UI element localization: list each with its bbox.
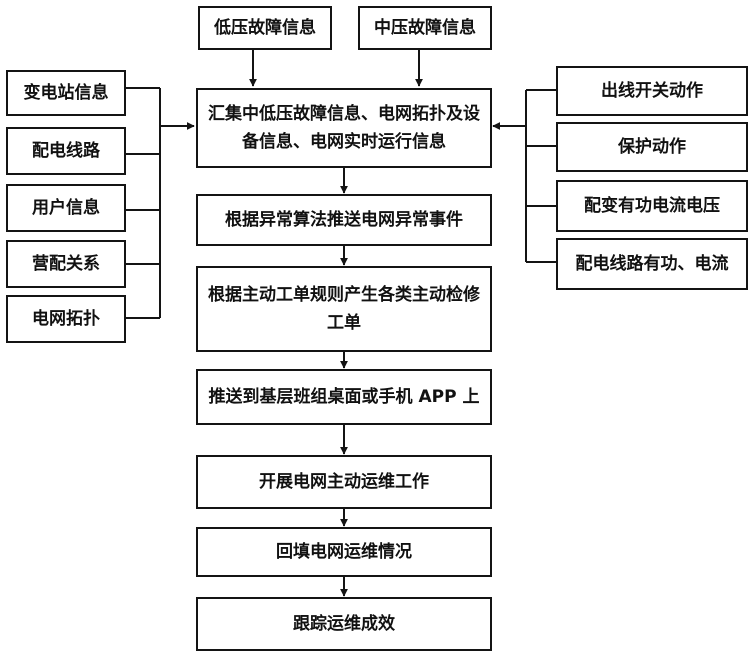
step-fill-back-status: 回填电网运维情况 <box>196 527 492 577</box>
left-input-marketing-distribution: 营配关系 <box>6 240 126 288</box>
top-input-mid-voltage: 中压故障信息 <box>358 6 492 50</box>
top-input-label: 中压故障信息 <box>374 18 476 38</box>
step-label: 汇集中低压故障信息、电网拓扑及设备信息、电网实时运行信息 <box>208 104 480 152</box>
left-bracket <box>126 87 161 319</box>
step-push-to-team: 推送到基层班组桌面或手机 APP 上 <box>196 369 492 425</box>
left-input-label: 配电线路 <box>32 141 100 161</box>
step-aggregate-info: 汇集中低压故障信息、电网拓扑及设备信息、电网实时运行信息 <box>196 88 492 168</box>
top-input-low-voltage: 低压故障信息 <box>198 6 332 50</box>
step-label: 跟踪运维成效 <box>293 614 395 634</box>
left-input-label: 电网拓扑 <box>32 309 100 329</box>
step-track-effect: 跟踪运维成效 <box>196 597 492 651</box>
step-push-anomaly: 根据异常算法推送电网异常事件 <box>196 194 492 246</box>
right-input-outgoing-switch: 出线开关动作 <box>556 66 748 116</box>
step-carry-out-maintenance: 开展电网主动运维工作 <box>196 455 492 509</box>
right-bracket <box>525 89 556 263</box>
left-input-grid-topology: 电网拓扑 <box>6 295 126 343</box>
step-label: 开展电网主动运维工作 <box>259 472 429 492</box>
top-input-label: 低压故障信息 <box>214 18 316 38</box>
left-input-label: 用户信息 <box>32 198 100 218</box>
right-input-transformer-power: 配变有功电流电压 <box>556 180 748 232</box>
left-input-user-info: 用户信息 <box>6 184 126 232</box>
right-input-line-power: 配电线路有功、电流 <box>556 238 748 290</box>
left-input-substation: 变电站信息 <box>6 70 126 116</box>
step-label: 推送到基层班组桌面或手机 APP 上 <box>208 387 480 407</box>
left-input-label: 营配关系 <box>32 254 100 274</box>
step-generate-workorder: 根据主动工单规则产生各类主动检修工单 <box>196 266 492 352</box>
step-label: 根据异常算法推送电网异常事件 <box>225 210 463 230</box>
step-label: 根据主动工单规则产生各类主动检修工单 <box>208 285 480 333</box>
right-input-label: 配电线路有功、电流 <box>575 254 729 274</box>
left-input-distribution-line: 配电线路 <box>6 127 126 175</box>
right-input-label: 配变有功电流电压 <box>584 196 720 216</box>
right-input-label: 保护动作 <box>618 137 686 157</box>
right-input-protection: 保护动作 <box>556 122 748 172</box>
right-input-label: 出线开关动作 <box>601 81 703 101</box>
left-input-label: 变电站信息 <box>23 83 109 103</box>
step-label: 回填电网运维情况 <box>276 542 412 562</box>
